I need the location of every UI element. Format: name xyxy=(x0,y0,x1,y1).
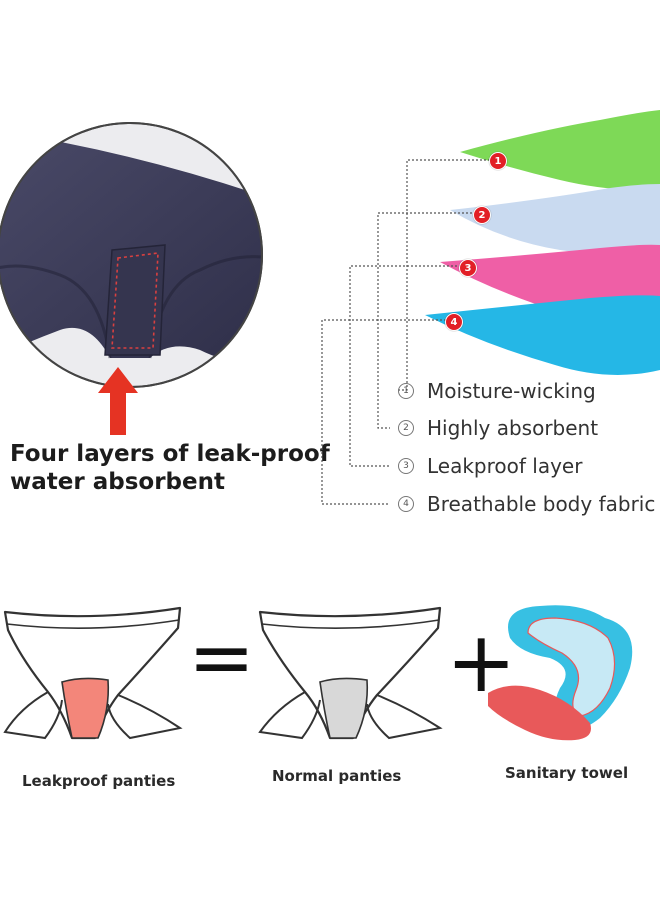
layer-diagram xyxy=(321,110,660,505)
layer-badge-1: 1 xyxy=(489,152,507,170)
caption-sanitary-towel: Sanitary towel xyxy=(505,764,629,782)
layer-label-1: 1 Moisture-wicking xyxy=(398,379,596,403)
headline-line-1: Four layers of leak-proof xyxy=(10,441,330,467)
layer-badge-3: 3 xyxy=(459,259,477,277)
headline-line-2: water absorbent xyxy=(10,469,225,495)
layer-label-4: 4 Breathable body fabric xyxy=(398,492,655,516)
layer-badge-4: 4 xyxy=(445,313,463,331)
layer-number-3: 3 xyxy=(398,458,414,474)
layer-number-1: 1 xyxy=(398,383,414,399)
headline: Four layers of leak-proof water absorben… xyxy=(10,440,330,496)
caption-leakproof-panties: Leakproof panties xyxy=(22,772,176,790)
arrow-up-icon xyxy=(98,367,138,435)
layer-number-4: 4 xyxy=(398,496,414,512)
normal-panties-icon xyxy=(258,606,443,740)
layer-text-1: Moisture-wicking xyxy=(427,379,596,403)
layer-badge-2: 2 xyxy=(473,206,491,224)
layer-text-2: Highly absorbent xyxy=(427,416,599,440)
leakproof-panties-icon xyxy=(3,606,183,740)
equals-sign: = xyxy=(188,611,256,704)
layer-text-3: Leakproof layer xyxy=(427,454,583,478)
fabric-closeup-illustration xyxy=(0,122,263,388)
layer-label-3: 3 Leakproof layer xyxy=(398,454,582,478)
sanitary-towel-icon xyxy=(488,605,633,741)
layer-text-4: Breathable body fabric xyxy=(427,492,656,516)
layer-label-2: 2 Highly absorbent xyxy=(398,416,598,440)
layer-number-2: 2 xyxy=(398,420,414,436)
caption-normal-panties: Normal panties xyxy=(272,767,402,785)
